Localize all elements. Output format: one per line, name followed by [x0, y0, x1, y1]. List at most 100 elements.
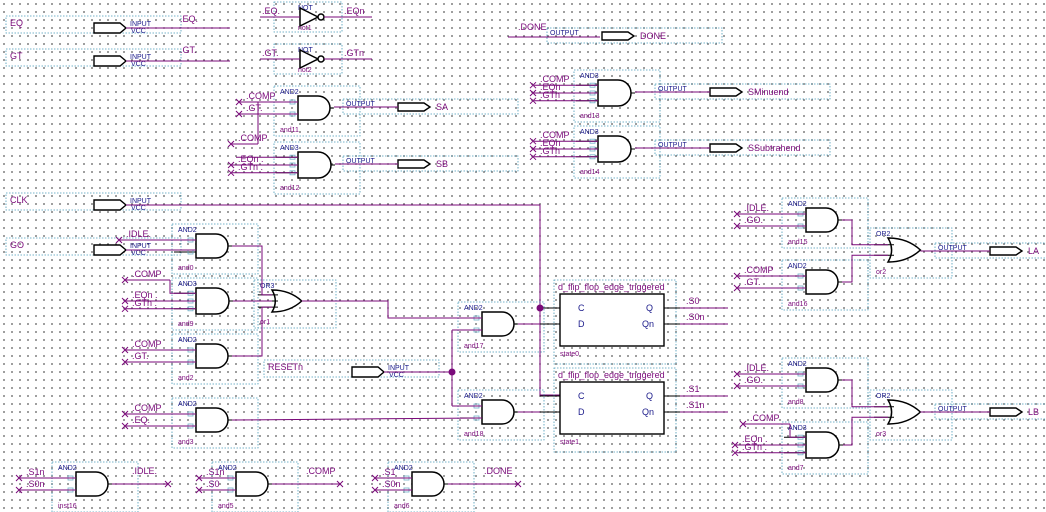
stub-end-mark: [121, 276, 129, 284]
input-vcc: VCC: [131, 250, 146, 257]
signal-label: .S1: [686, 384, 700, 394]
stub-end-mark: [733, 222, 741, 230]
signal-label: .IDLE.: [126, 229, 151, 239]
ff-type: d_flip_flop_edge_triggered: [558, 282, 665, 292]
gate-type: AND2: [464, 305, 483, 312]
signal-label: .GTn .: [132, 298, 157, 308]
and-gate-body: [597, 135, 632, 163]
gate-instance: and0: [178, 265, 194, 272]
stub-end-mark: [121, 305, 129, 313]
signal-label: .DONE: [484, 466, 513, 476]
wire: [843, 416, 888, 446]
output-connector: [601, 31, 636, 41]
gate-frame: [573, 69, 661, 123]
gate-frame: [781, 421, 869, 475]
input-vcc: VCC: [389, 372, 404, 379]
signal-label: .EQn .: [742, 434, 768, 444]
ff-pin-d: D: [578, 319, 585, 329]
signal-label: .IDLE.: [744, 363, 769, 373]
input-name: EQ: [10, 18, 23, 28]
signal-label: .IDLE.: [744, 203, 769, 213]
gate-and17[interactable]: AND2 and17: [457, 301, 545, 353]
output-name: DONE: [640, 31, 666, 41]
gate-frame: [171, 397, 259, 449]
gate-frame: [171, 223, 259, 275]
and-gate-body: [75, 471, 109, 497]
output-connector: [397, 159, 432, 169]
stub-end-mark: [235, 110, 243, 118]
gate-instance: and11: [280, 127, 299, 134]
ff-pin-d: D: [578, 407, 585, 417]
signal-label: .COMP: [540, 74, 570, 84]
gate-instance: and17: [464, 343, 484, 350]
gate-frame: [171, 333, 259, 385]
gate-instance: not1: [298, 25, 312, 32]
input-connector: [93, 22, 128, 34]
signal-label: .S0n: [382, 479, 401, 489]
clk-wire: [126, 204, 560, 396]
ff-pin-qn: Qn: [642, 407, 654, 417]
and-gate-body: [805, 431, 840, 459]
gate-type: NOT: [298, 5, 314, 12]
stub-end-mark: [121, 410, 129, 418]
stub-end-mark: [731, 441, 739, 449]
signal-label: .GTn .: [238, 162, 263, 172]
gate-and5[interactable]: AND2 and5: [211, 461, 299, 512]
gate-frame: [273, 85, 361, 137]
output-name: SA: [436, 102, 448, 112]
and-gate-body: [805, 269, 839, 295]
gate-instance: or1: [260, 319, 270, 326]
ff-body: [559, 293, 665, 347]
wire: [232, 306, 272, 357]
wire: [789, 424, 806, 438]
stub-end-mark: [739, 420, 747, 428]
and-gate-body: [411, 471, 445, 497]
ff-instance: state1: [560, 439, 579, 446]
gate-type: AND2: [218, 465, 237, 472]
signal-label: .DONE: [518, 22, 547, 32]
signal-label: .COMP: [132, 339, 162, 349]
flipflop-state0[interactable]: d_flip_flop_edge_triggeredCDQQnstate0.S0…: [540, 279, 705, 365]
ff-instance: state0: [560, 351, 579, 358]
gate-instance: and5: [218, 503, 234, 510]
output-connector: [397, 102, 432, 112]
input-type: INPUT: [130, 54, 152, 61]
input-connector: [93, 199, 128, 211]
wire: [842, 379, 888, 408]
ff-pin-qn: Qn: [642, 319, 654, 329]
gate-type: OR2: [876, 393, 891, 400]
signal-label: .EQ.: [262, 6, 280, 16]
ff-pin-q: Q: [646, 391, 653, 401]
signal-label: .EQn .: [132, 290, 158, 300]
flipflop-state1[interactable]: d_flip_flop_edge_triggeredCDQQnstate1.S1…: [540, 367, 705, 453]
